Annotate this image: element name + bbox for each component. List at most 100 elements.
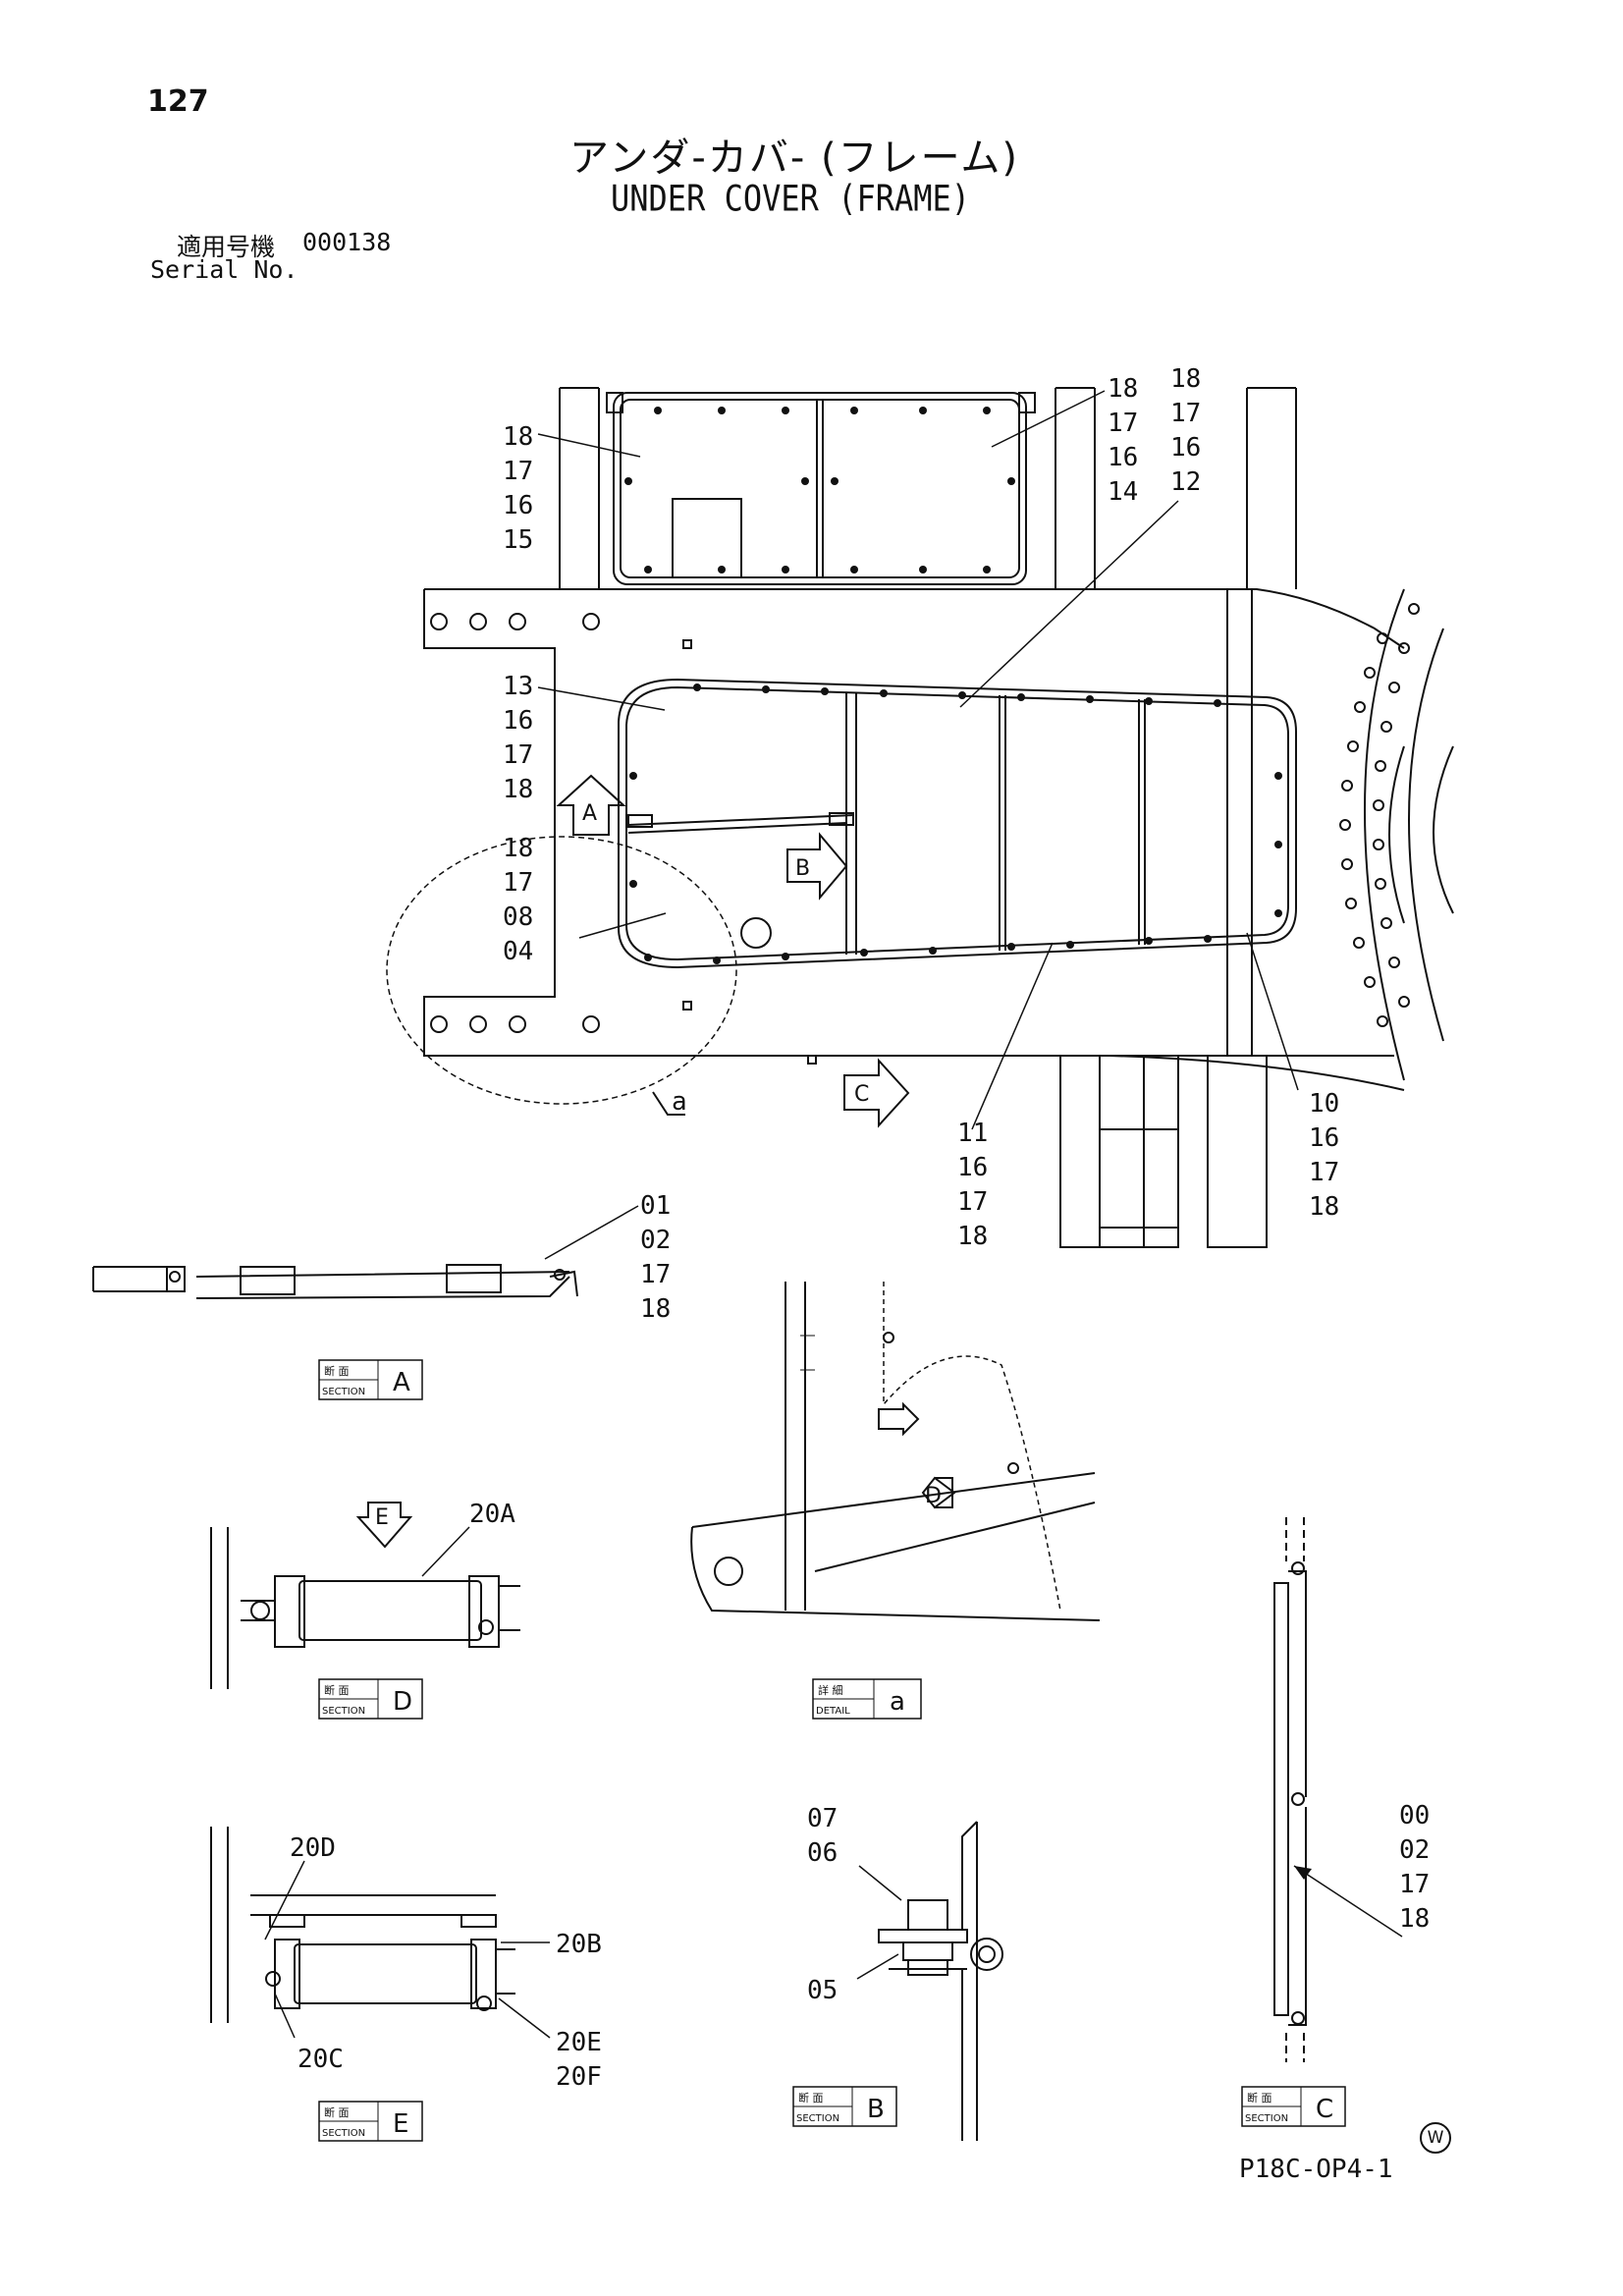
- svg-text:断 面: 断 面: [324, 1683, 350, 1697]
- section-c-label-box: 断 面 SECTION C: [1241, 2086, 1346, 2127]
- svg-text:16: 16: [503, 706, 533, 736]
- svg-text:04: 04: [503, 937, 533, 966]
- detail-a-label-box: 詳 細 DETAIL a: [812, 1678, 922, 1720]
- svg-text:01: 01: [640, 1191, 671, 1221]
- svg-text:14: 14: [1108, 477, 1138, 507]
- svg-text:05: 05: [807, 1976, 838, 2005]
- section-a-view: [92, 1205, 639, 1299]
- svg-text:06: 06: [807, 1838, 838, 1868]
- svg-text:16: 16: [1170, 433, 1201, 463]
- callout-bottom-center: 11 16 17 18: [957, 1119, 988, 1251]
- svg-text:17: 17: [1170, 399, 1201, 428]
- detail-a-view: [690, 1282, 1101, 1621]
- section-b-label-box: 断 面 SECTION B: [792, 2086, 897, 2127]
- section-e-view: [210, 1827, 551, 2039]
- svg-text:16: 16: [1309, 1123, 1339, 1153]
- main-plan-view: [386, 387, 1454, 1248]
- svg-text:16: 16: [957, 1153, 988, 1182]
- svg-text:15: 15: [503, 525, 533, 555]
- svg-text:SECTION: SECTION: [322, 1387, 365, 1397]
- svg-text:08: 08: [503, 902, 533, 932]
- svg-text:断 面: 断 面: [798, 2091, 824, 2105]
- svg-text:A: A: [393, 1368, 410, 1397]
- svg-text:SECTION: SECTION: [322, 1706, 365, 1717]
- svg-text:17: 17: [1309, 1158, 1339, 1187]
- svg-text:断 面: 断 面: [324, 2105, 350, 2119]
- svg-text:18: 18: [957, 1222, 988, 1251]
- svg-text:02: 02: [640, 1226, 671, 1255]
- callout-section-a: 01 02 17 18: [640, 1191, 671, 1324]
- page-number: 127: [147, 84, 209, 119]
- section-d-view: [210, 1502, 520, 1689]
- w-circle-mark: W: [1420, 2122, 1451, 2154]
- svg-text:SECTION: SECTION: [796, 2113, 839, 2124]
- svg-text:SECTION: SECTION: [322, 2128, 365, 2139]
- svg-text:20D: 20D: [290, 1833, 336, 1863]
- svg-text:D: D: [393, 1687, 412, 1717]
- svg-text:断 面: 断 面: [1247, 2091, 1272, 2105]
- detail-a-arrow-label: D: [925, 1484, 942, 1508]
- serial-label-english: Serial No.: [150, 255, 298, 284]
- svg-text:20B: 20B: [556, 1930, 602, 1959]
- page-title-english: UNDER COVER (FRAME): [611, 177, 971, 220]
- svg-text:a: a: [890, 1687, 905, 1717]
- view-arrow-d: D: [925, 1484, 942, 1508]
- svg-text:18: 18: [1309, 1192, 1339, 1222]
- svg-text:C: C: [1316, 2095, 1333, 2124]
- svg-text:詳 細: 詳 細: [818, 1683, 843, 1697]
- svg-text:17: 17: [503, 868, 533, 898]
- section-c-view: [1273, 1517, 1403, 2062]
- view-arrow-c: C: [854, 1082, 869, 1107]
- svg-text:E: E: [393, 2109, 408, 2139]
- svg-text:11: 11: [957, 1119, 988, 1148]
- svg-text:10: 10: [1309, 1089, 1339, 1119]
- svg-text:DETAIL: DETAIL: [816, 1706, 850, 1717]
- serial-label-japanese: 適用号機: [177, 233, 276, 261]
- svg-text:20E: 20E: [556, 2028, 602, 2057]
- svg-text:17: 17: [1108, 409, 1138, 438]
- svg-text:16: 16: [1108, 443, 1138, 472]
- view-arrow-labels: A B C a: [582, 801, 869, 1117]
- svg-text:18: 18: [1170, 364, 1201, 394]
- callout-upper-left: 18 17 16 15: [503, 422, 533, 555]
- callout-lower-left: 18 17 08 04: [503, 834, 533, 966]
- callout-bottom-right: 10 16 17 18: [1309, 1089, 1339, 1222]
- callout-upper-right-a: 18 17 16 14: [1108, 374, 1138, 507]
- svg-text:13: 13: [503, 672, 533, 701]
- svg-text:20A: 20A: [469, 1500, 515, 1529]
- section-e-label-box: 断 面 SECTION E: [318, 2101, 423, 2142]
- svg-text:18: 18: [503, 834, 533, 863]
- drawing-code: P18C-OP4-1: [1239, 2155, 1393, 2184]
- svg-text:17: 17: [503, 457, 533, 486]
- callout-upper-right-b: 18 17 16 12: [1170, 364, 1201, 497]
- svg-text:18: 18: [503, 775, 533, 804]
- svg-text:18: 18: [503, 422, 533, 452]
- svg-text:18: 18: [1108, 374, 1138, 404]
- svg-text:SECTION: SECTION: [1245, 2113, 1288, 2124]
- section-d-label-box: 断 面 SECTION D: [318, 1678, 423, 1720]
- svg-text:20C: 20C: [298, 2045, 344, 2074]
- section-b-labels: 07 06 05: [807, 1804, 838, 2005]
- svg-text:B: B: [867, 2095, 885, 2124]
- page-title-japanese: アンダ-カバ- (フレーム): [569, 136, 1019, 181]
- view-arrow-a: A: [582, 801, 597, 826]
- callout-mid-left: 13 16 17 18: [503, 672, 533, 804]
- svg-text:20F: 20F: [556, 2062, 602, 2092]
- view-arrow-b: B: [795, 856, 810, 881]
- svg-text:07: 07: [807, 1804, 838, 1833]
- svg-text:17: 17: [503, 740, 533, 770]
- section-a-label-box: 断 面 SECTION A: [318, 1359, 423, 1400]
- svg-text:18: 18: [1399, 1904, 1430, 1934]
- svg-text:17: 17: [640, 1260, 671, 1289]
- serial-number: 000138: [302, 228, 392, 256]
- svg-text:17: 17: [1399, 1870, 1430, 1899]
- detail-marker-a: a: [672, 1087, 687, 1117]
- svg-text:16: 16: [503, 491, 533, 520]
- svg-text:17: 17: [957, 1187, 988, 1217]
- svg-text:18: 18: [640, 1294, 671, 1324]
- svg-text:02: 02: [1399, 1835, 1430, 1865]
- section-b-view: [856, 1821, 1003, 2141]
- svg-text:00: 00: [1399, 1801, 1430, 1831]
- svg-text:12: 12: [1170, 467, 1201, 497]
